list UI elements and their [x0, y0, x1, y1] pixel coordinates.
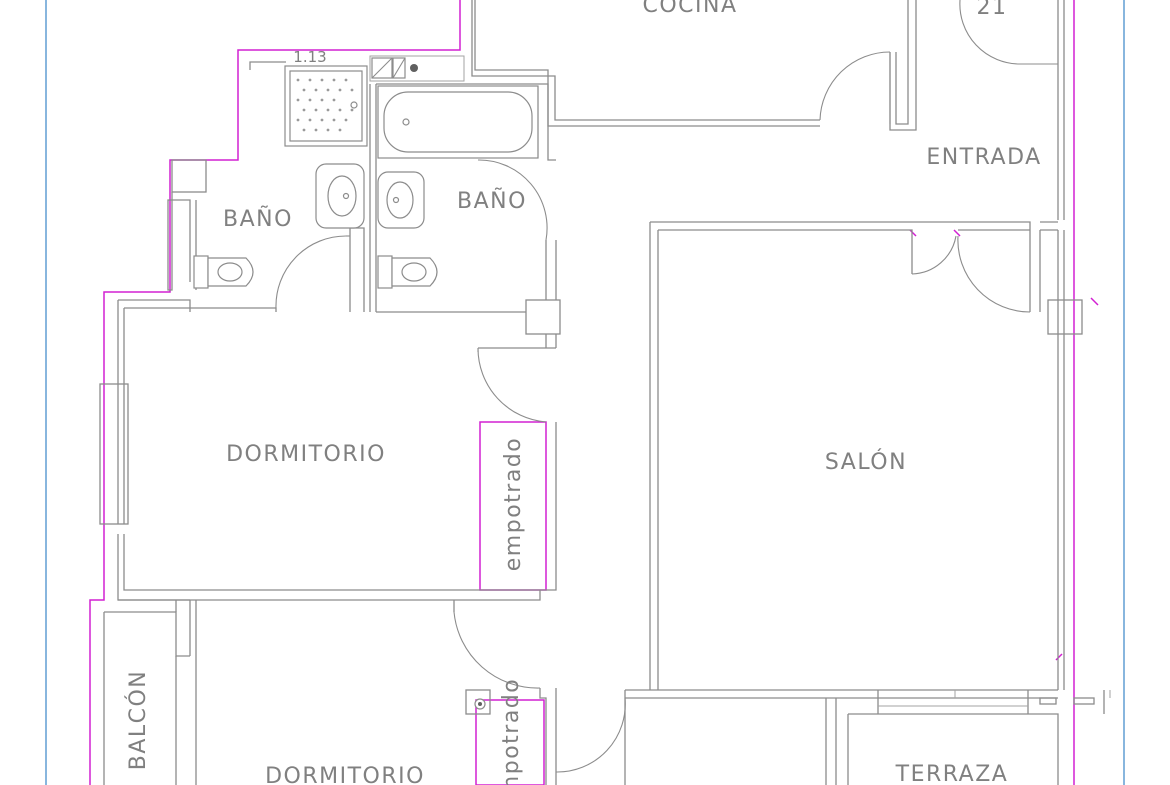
room-label-terraza: TERRAZA	[895, 762, 1009, 785]
toilet-left	[193, 255, 254, 289]
toilet-right	[377, 255, 438, 289]
boiler	[371, 57, 418, 79]
dimension-labels: 1.13 21	[293, 0, 1008, 66]
bathtub	[377, 85, 539, 159]
closet-label-1: empotrado	[501, 437, 526, 571]
room-label-salon: SALÓN	[825, 449, 907, 475]
drawing-frame	[45, 0, 1125, 785]
room-label-balcon: BALCÓN	[125, 670, 151, 771]
shower-tray	[284, 65, 368, 147]
door-swings	[275, 0, 1058, 773]
property-boundary	[89, 0, 1099, 785]
room-label-cocina: COCINA	[642, 0, 737, 18]
small-column	[474, 698, 486, 710]
closet-label-2: empotrado	[499, 678, 524, 785]
room-label-bano-right: BAÑO	[457, 187, 527, 214]
entry-tag-label: 21	[977, 0, 1008, 20]
shower-width-label: 1.13	[293, 48, 326, 66]
room-labels: COCINA ENTRADA BAÑO BAÑO DORMITORIO empo…	[125, 0, 1041, 785]
washbasin-right	[377, 171, 425, 229]
walls	[99, 0, 1111, 785]
room-label-bano-left: BAÑO	[223, 205, 293, 232]
washbasin-left	[315, 163, 365, 229]
room-label-dormitorio-2: DORMITORIO	[265, 764, 425, 785]
room-label-dormitorio-main: DORMITORIO	[226, 442, 386, 467]
room-label-entrada: ENTRADA	[926, 145, 1041, 170]
